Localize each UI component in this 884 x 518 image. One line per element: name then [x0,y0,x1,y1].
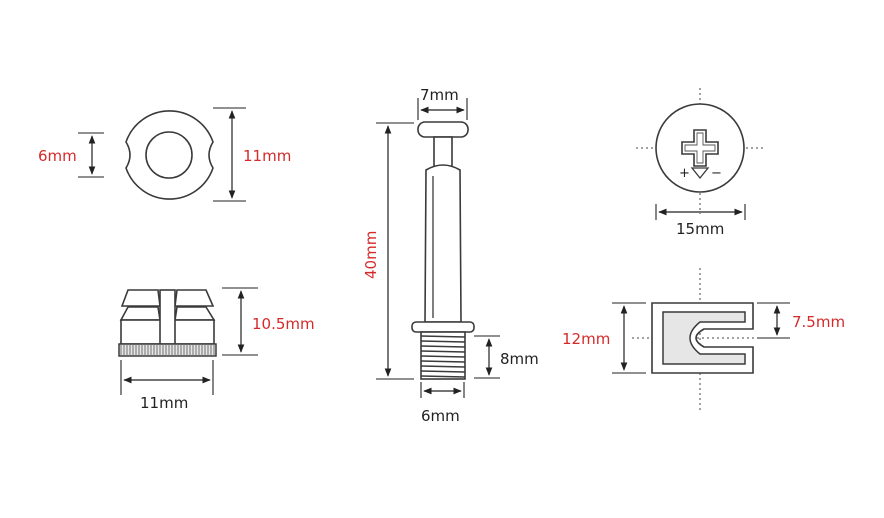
cam-side-view [632,268,770,410]
bolt-thread-width-label: 6mm [421,407,460,425]
bolt-thread-length-dimension [474,335,500,379]
cam-height-dimension [612,302,646,374]
washer-height-dimension [78,132,104,178]
cam-plus-symbol: + [679,166,690,181]
cam-diameter-dimension [655,204,746,220]
bolt-length-label: 40mm [362,231,380,279]
cam-slot-dimension [757,302,790,339]
washer-height-label: 6mm [38,147,77,165]
insert-height-label: 10.5mm [252,315,315,333]
cam-diameter-label: 15mm [676,220,724,238]
cam-top-view [636,88,764,214]
bolt-part [411,121,475,380]
washer-diameter-label: 11mm [243,147,291,165]
washer-part [125,110,214,200]
insert-height-dimension [222,287,258,356]
bolt-thread-width-dimension [420,382,465,398]
cam-slot-label: 7.5mm [792,313,845,331]
insert-part [118,289,217,357]
bolt-head-label: 7mm [420,86,459,104]
bolt-thread-length-label: 8mm [500,350,539,368]
insert-width-dimension [120,360,214,395]
insert-width-label: 11mm [140,394,188,412]
cam-height-label: 12mm [562,330,610,348]
cam-minus-symbol: − [711,166,722,181]
bolt-head-dimension [417,98,468,120]
bolt-length-dimension [376,122,414,380]
washer-diameter-dimension [213,107,246,202]
